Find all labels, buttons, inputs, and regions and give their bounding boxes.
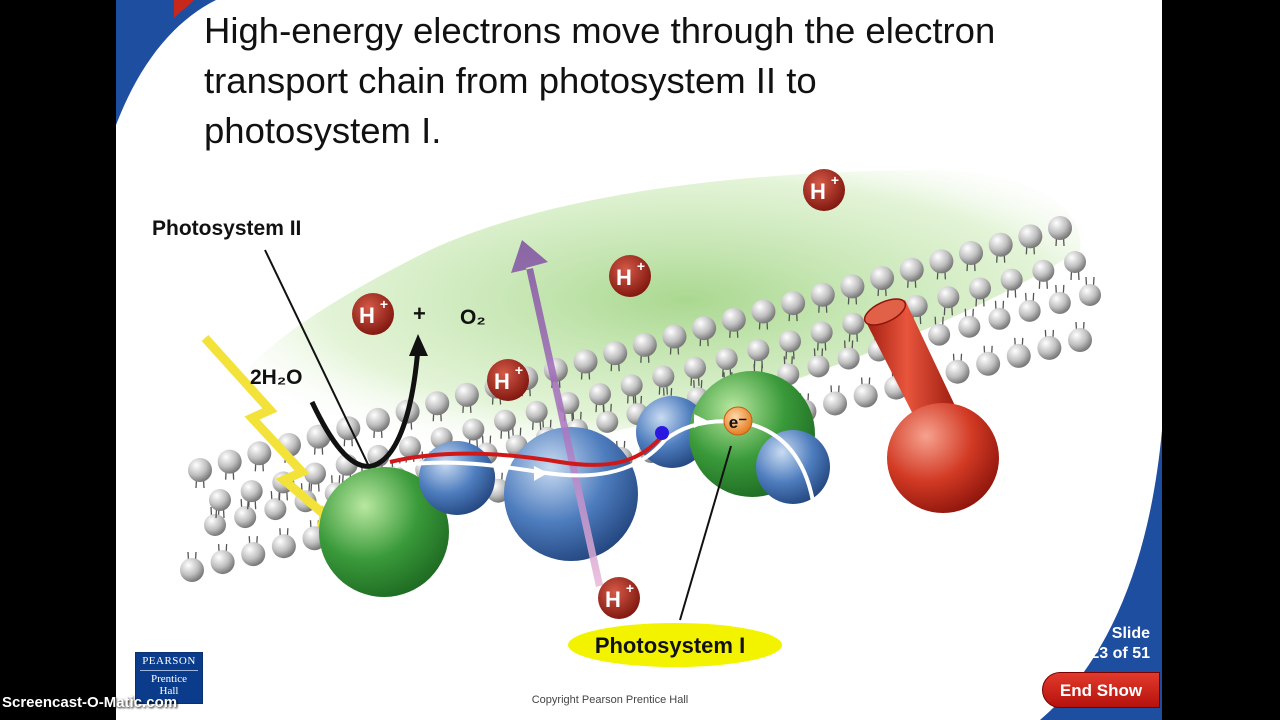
excited-electron-dot xyxy=(655,426,669,440)
slide-counter-value: 23 of 51 xyxy=(1060,644,1150,664)
svg-text:H: H xyxy=(359,303,375,328)
photosystem-i-label: Photosystem I xyxy=(595,633,745,658)
plus-sign: + xyxy=(413,301,426,326)
svg-text:H: H xyxy=(494,369,510,394)
logo-line-1: PEARSON xyxy=(136,655,202,667)
electron-label: e⁻ xyxy=(729,413,747,432)
ferredoxin-protein xyxy=(756,430,830,504)
svg-text:+: + xyxy=(831,172,839,188)
proton-h-plus-2: H + xyxy=(487,359,529,401)
svg-text:H: H xyxy=(605,587,621,612)
slide-counter: Slide 23 of 51 xyxy=(1060,624,1150,664)
svg-text:+: + xyxy=(626,580,634,596)
proton-h-plus-5: H + xyxy=(598,577,640,619)
water-label: 2H₂O xyxy=(250,366,303,389)
screencast-watermark: Screencast-O-Matic.com xyxy=(2,694,177,711)
svg-text:H: H xyxy=(616,265,632,290)
end-show-button[interactable]: End Show xyxy=(1042,672,1160,708)
proton-h-plus-3: H + xyxy=(609,255,651,297)
right-black-band xyxy=(1162,0,1280,720)
copyright-text: Copyright Pearson Prentice Hall xyxy=(460,694,760,706)
svg-text:H: H xyxy=(810,179,826,204)
svg-text:+: + xyxy=(515,362,523,378)
photosystem-ii-label: Photosystem II xyxy=(152,217,301,240)
atp-synthase-head xyxy=(887,403,999,513)
svg-text:+: + xyxy=(637,258,645,274)
proton-h-plus-4: H + xyxy=(803,169,845,211)
proton-h-plus-1: H + xyxy=(352,293,394,335)
slide-counter-label: Slide xyxy=(1060,624,1150,644)
oxygen-label: O₂ xyxy=(460,306,486,329)
svg-text:+: + xyxy=(380,296,388,312)
